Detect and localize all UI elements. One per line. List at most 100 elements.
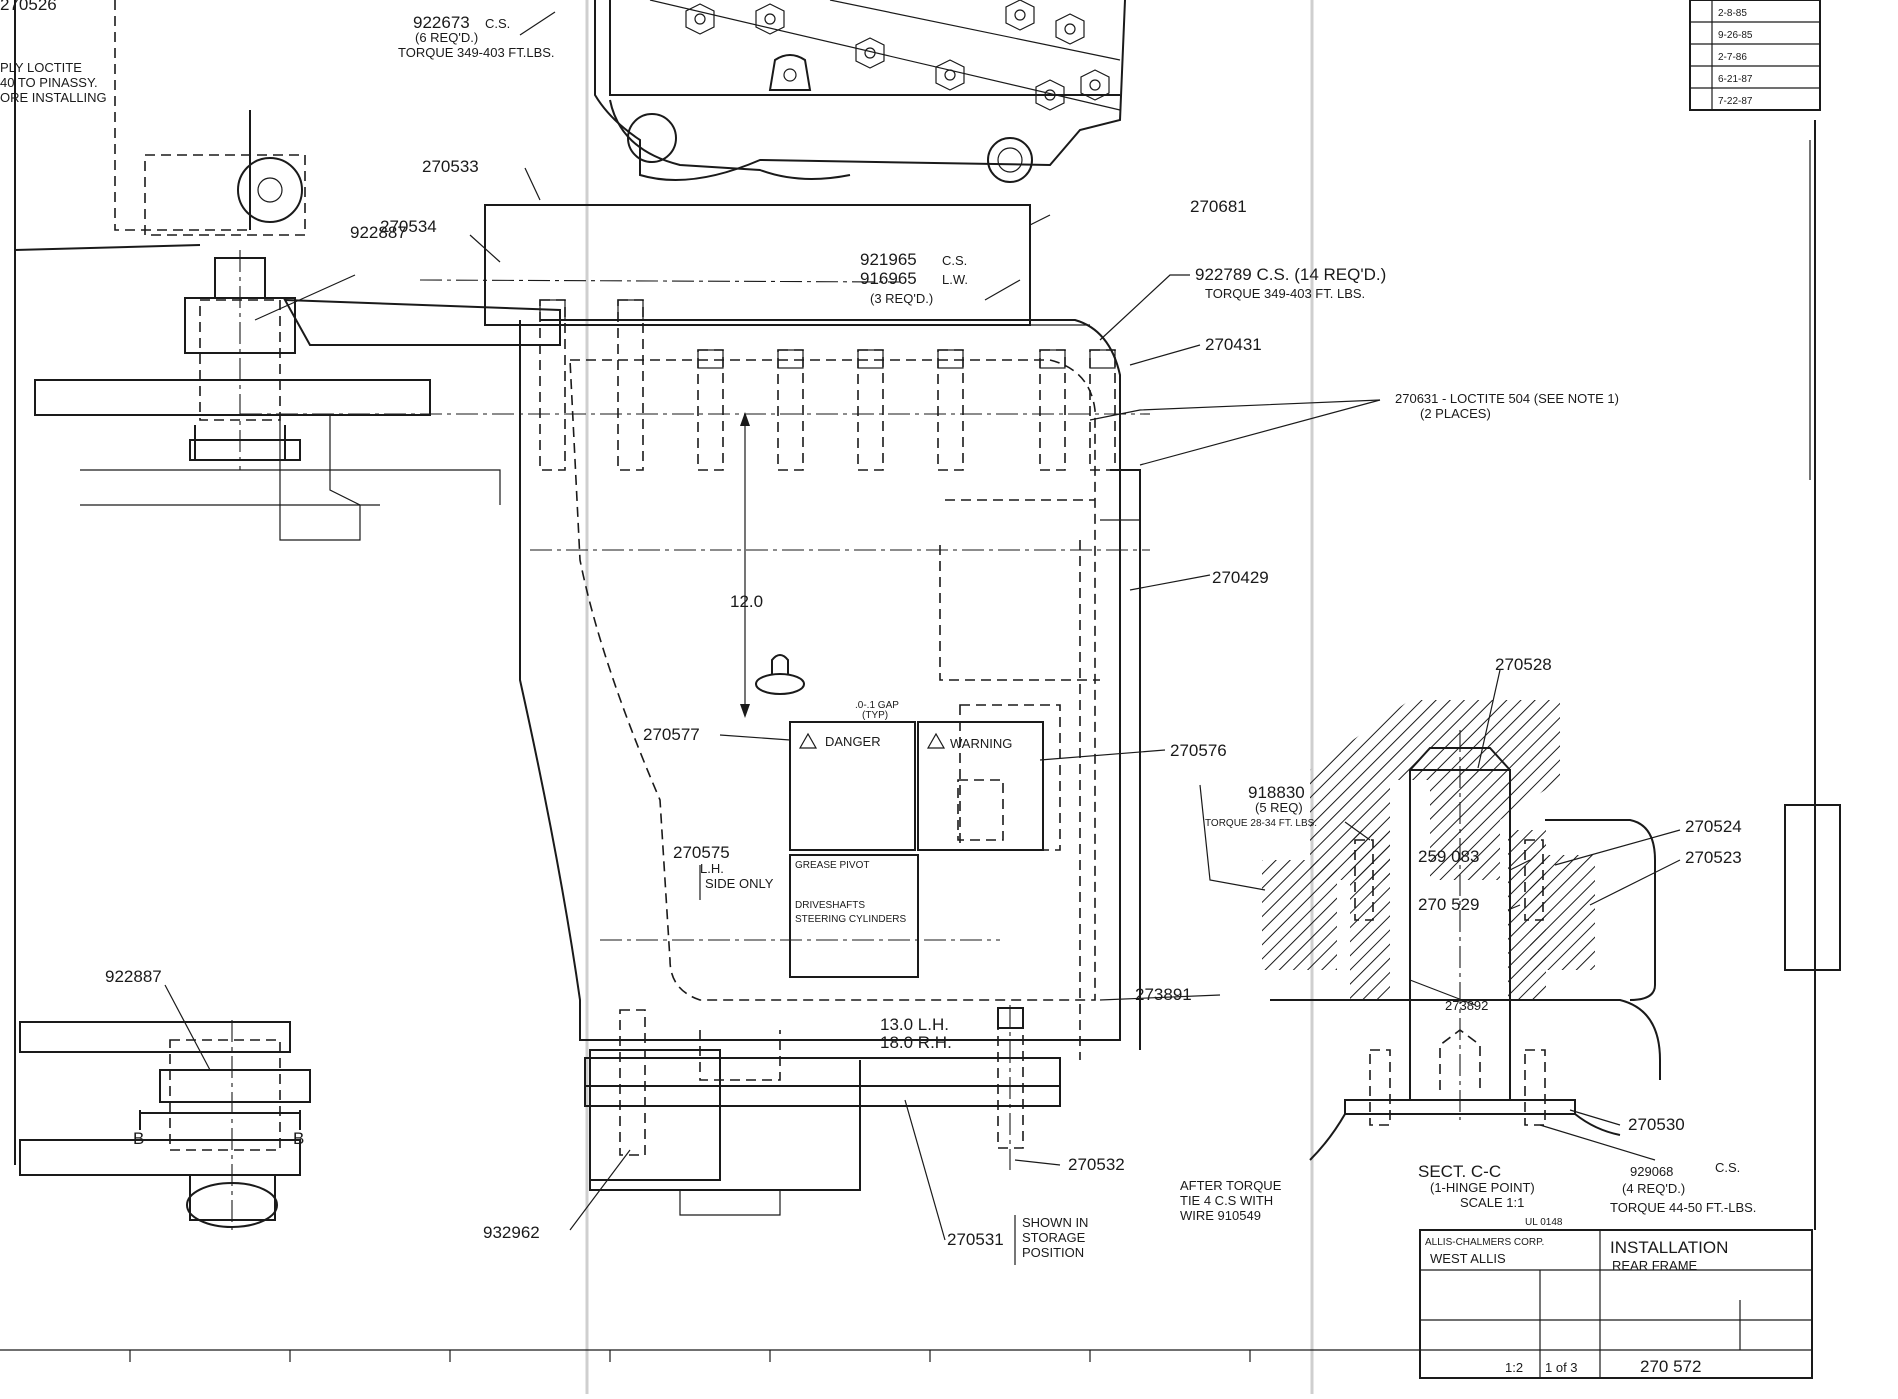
main-rear-frame: [484, 204, 1141, 1060]
plant-name: WEST ALLIS: [1430, 1251, 1506, 1266]
note-left-2: 40 TO PINASSY.: [0, 75, 98, 90]
fastener-916965-qty: (3 REQ'D.): [870, 291, 933, 306]
section-part-929068-qty: (4 REQ'D.): [1622, 1181, 1685, 1196]
section-part-929068-torque: TORQUE 44-50 FT.-LBS.: [1610, 1200, 1756, 1215]
grease-line-1: GREASE PIVOT: [795, 860, 869, 871]
revision-1: 2-8-85: [1718, 8, 1747, 19]
storage-line-3: POSITION: [1022, 1245, 1084, 1260]
part-270533: 270533: [422, 157, 479, 176]
fastener-922789-torque: TORQUE 349-403 FT. LBS.: [1205, 286, 1365, 301]
grease-line-3: STEERING CYLINDERS: [795, 914, 906, 925]
top-hinge-plate: [594, 0, 1126, 183]
gap-typ: (TYP): [862, 710, 888, 721]
fastener-916965: 916965: [860, 269, 917, 288]
part-270576: 270576: [1170, 741, 1227, 760]
part-270575-side: SIDE ONLY: [705, 876, 774, 891]
after-torque-3: WIRE 910549: [1180, 1208, 1261, 1223]
lower-pivot-assembly: B B: [19, 1005, 1061, 1230]
part-270532: 270532: [1068, 1155, 1125, 1174]
section-part-259083: 259 083: [1418, 847, 1479, 866]
section-part-929068: 929068: [1630, 1164, 1673, 1179]
part-270575-lh: L.H.: [700, 861, 724, 876]
part-922673: 922673: [413, 13, 470, 32]
part-270681: 270681: [1190, 197, 1247, 216]
revision-3: 2-7-86: [1718, 52, 1747, 63]
section-part-273892: 273892: [1445, 998, 1488, 1013]
revision-block: 2-8-85 9-26-85 2-7-86 6-21-87 7-22-87: [1689, 0, 1821, 111]
section-scale: SCALE 1:1: [1460, 1195, 1524, 1210]
grease-line-2: DRIVESHAFTS: [795, 900, 865, 911]
sheet-value: 1 of 3: [1545, 1360, 1578, 1375]
part-932962: 932962: [483, 1223, 540, 1242]
cap-screw-row: [539, 299, 1116, 471]
dimension-18: 18.0 R.H.: [880, 1033, 952, 1052]
section-b-left: B: [133, 1129, 144, 1148]
title-ref: UL 0148: [1525, 1217, 1563, 1228]
company-name: ALLIS-CHALMERS CORP.: [1425, 1237, 1544, 1248]
gap-label: .0-.1 GAP: [855, 700, 899, 711]
part-273891: 273891: [1135, 985, 1192, 1004]
section-part-918830-torque: TORQUE 28-34 FT. LBS.: [1205, 818, 1317, 829]
section-subtitle: (1-HINGE POINT): [1430, 1180, 1535, 1195]
section-part-918830-qty: (5 REQ): [1255, 800, 1303, 815]
drawing-title-2: REAR FRAME: [1612, 1258, 1698, 1273]
part-270531: 270531: [947, 1230, 1004, 1249]
section-part-270523: 270523: [1685, 848, 1742, 867]
part-270534: 270534: [380, 217, 437, 236]
dimension-12-label: 12.0: [730, 592, 763, 611]
note-left-3: ORE INSTALLING: [0, 90, 107, 105]
after-torque-2: TIE 4 C.S WITH: [1180, 1193, 1273, 1208]
part-270631: 270631 - LOCTITE 504 (SEE NOTE 1): [1395, 391, 1619, 406]
grease-fitting: [755, 654, 805, 695]
section-part-270524: 270524: [1685, 817, 1742, 836]
section-title: SECT. C-C: [1418, 1162, 1501, 1181]
part-922673-qty: (6 REQ'D.): [415, 30, 478, 45]
section-c-c-view: [1199, 700, 1661, 1161]
part-922673-torque: TORQUE 349-403 FT.LBS.: [398, 45, 555, 60]
note-left-1: PLY LOCTITE: [0, 60, 82, 75]
section-part-270528: 270528: [1495, 655, 1552, 674]
warning-decal: WARNING: [917, 721, 1044, 851]
warning-label: WARNING: [950, 736, 1012, 751]
fastener-921965-cs: C.S.: [942, 253, 967, 268]
lube-decal: GREASE PIVOT DRIVESHAFTS STEERING CYLIND…: [789, 854, 919, 978]
part-270431: 270431: [1205, 335, 1262, 354]
fastener-916965-lw: L.W.: [942, 272, 968, 287]
part-270429: 270429: [1212, 568, 1269, 587]
drawing-title-1: INSTALLATION: [1610, 1238, 1728, 1257]
fastener-921965: 921965: [860, 250, 917, 269]
fastener-922789: 922789 C.S. (14 REQ'D.): [1195, 265, 1386, 284]
revision-5: 7-22-87: [1718, 96, 1753, 107]
danger-decal: DANGER: [789, 721, 916, 851]
part-270631-places: (2 PLACES): [1420, 406, 1491, 421]
border-ruler: [0, 1349, 1420, 1362]
part-922887-low: 922887: [105, 967, 162, 986]
part-270575: 270575: [673, 843, 730, 862]
danger-label: DANGER: [825, 734, 881, 749]
revision-4: 6-21-87: [1718, 74, 1753, 85]
dimension-13: 13.0 L.H.: [880, 1015, 949, 1034]
section-b-right: B: [293, 1129, 304, 1148]
storage-line-1: SHOWN IN: [1022, 1215, 1088, 1230]
drawing-number: 270 572: [1640, 1357, 1701, 1376]
leader-lines: [164, 11, 1381, 1241]
part-922673-cs: C.S.: [485, 16, 510, 31]
upper-left-arm: [14, 0, 306, 1165]
title-block: UL 0148 ALLIS-CHALMERS CORP. WEST ALLIS …: [1419, 1217, 1813, 1379]
side-box: [1784, 804, 1841, 971]
dimension-12: 12.0: [730, 412, 763, 718]
section-part-270529: 270 529: [1418, 895, 1479, 914]
upper-pivot-bolt: [34, 250, 561, 541]
section-part-929068-cs: C.S.: [1715, 1160, 1740, 1175]
part-270526: 270526: [0, 0, 57, 14]
section-leaders: [1344, 669, 1681, 1161]
section-part-270530: 270530: [1628, 1115, 1685, 1134]
revision-2: 9-26-85: [1718, 30, 1753, 41]
section-part-918830: 918830: [1248, 783, 1305, 802]
part-270577: 270577: [643, 725, 700, 744]
storage-line-2: STORAGE: [1022, 1230, 1086, 1245]
after-torque-1: AFTER TORQUE: [1180, 1178, 1282, 1193]
scale-value: 1:2: [1505, 1360, 1523, 1375]
part-922887-top: 922887: [350, 223, 407, 242]
